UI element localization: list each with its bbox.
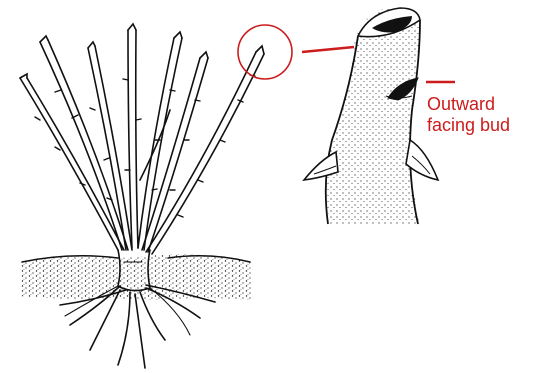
soil-mound	[20, 254, 252, 300]
stem-cut-detail	[304, 8, 438, 225]
label-line-1: Outward	[427, 94, 551, 115]
outward-bud-label: Outward facing bud	[427, 94, 551, 136]
rose-bush-illustration	[20, 24, 264, 368]
callout-line-top	[302, 47, 354, 52]
label-line-2: facing bud	[427, 115, 551, 136]
highlight-circle	[238, 25, 292, 79]
